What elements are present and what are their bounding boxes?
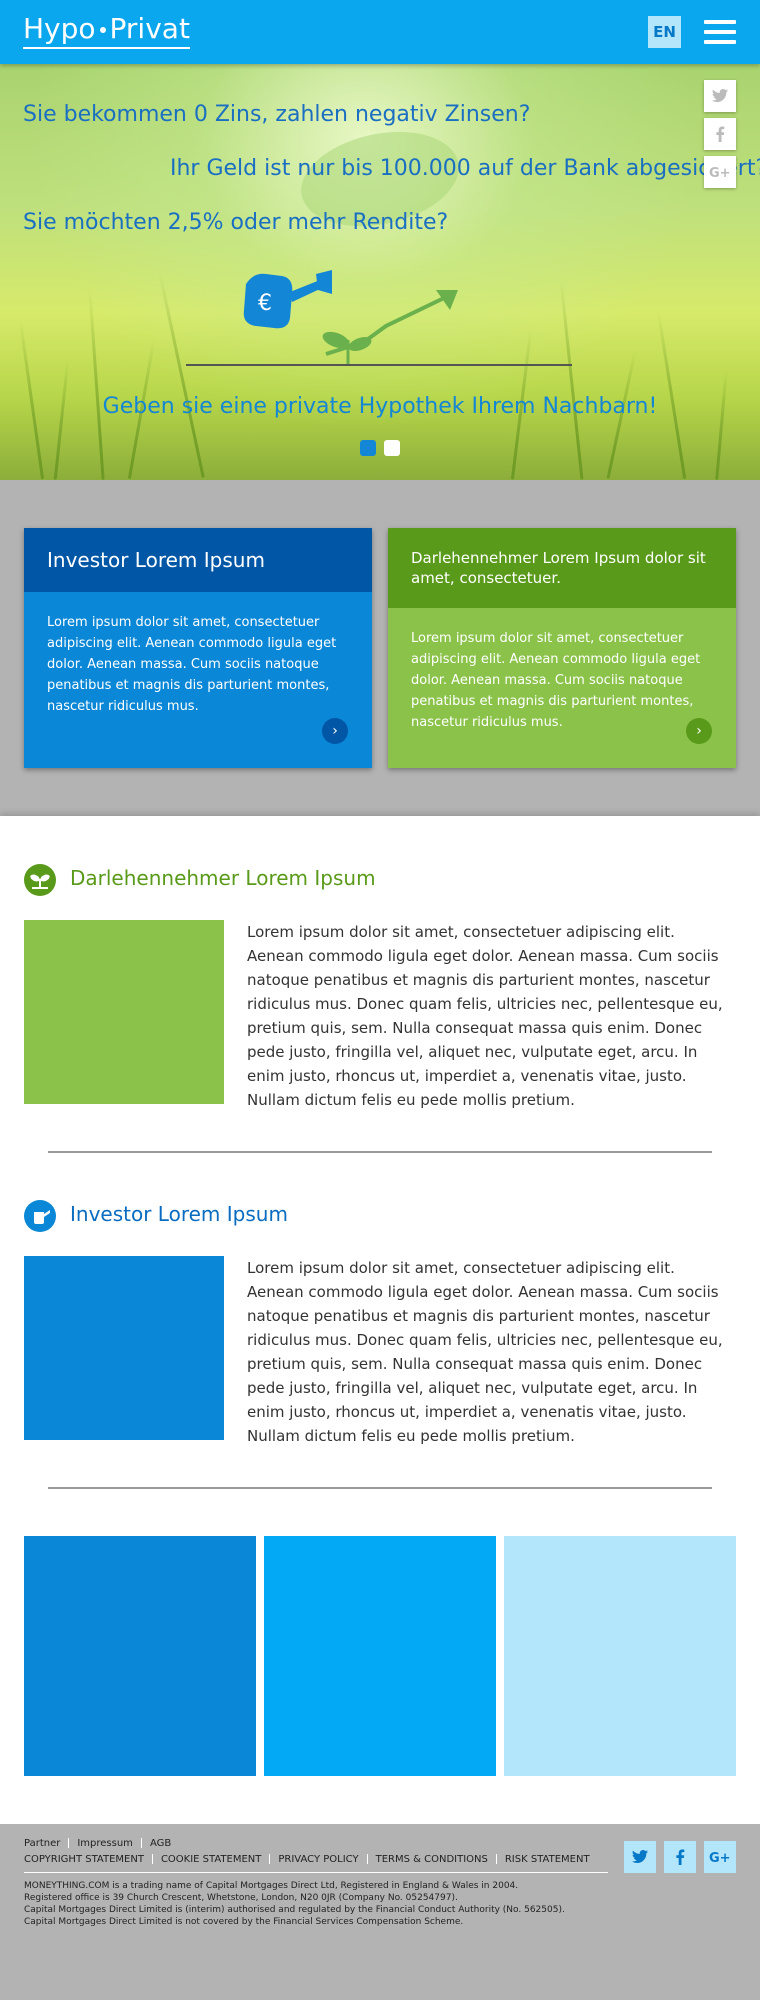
legal-line: Registered office is 39 Church Crescent,…: [24, 1893, 458, 1903]
hero-line-2: Ihr Geld ist nur bis 100.000 auf der Ban…: [170, 156, 760, 181]
borrower-image-placeholder: [24, 920, 224, 1104]
hamburger-menu-icon[interactable]: [704, 20, 736, 44]
footer-link-partner[interactable]: Partner: [24, 1838, 61, 1849]
grass-decoration: [559, 280, 584, 480]
plant-icon: [24, 864, 56, 896]
borrower-card-title: Darlehennehmer Lorem Ipsum dolor sit ame…: [388, 528, 736, 608]
watering-can-growth-illustration: €: [243, 270, 458, 364]
investor-section-text: Lorem ipsum dolor sit amet, consectetuer…: [247, 1259, 723, 1445]
svg-text:G+: G+: [709, 166, 731, 181]
chevron-right-icon[interactable]: ›: [322, 718, 348, 744]
hero-divider-line: [186, 364, 572, 366]
investor-card-text: Lorem ipsum dolor sit amet, consectetuer…: [47, 615, 337, 714]
chevron-right-icon[interactable]: ›: [686, 718, 712, 744]
footer-links-primary: Partner Impressum AGB: [24, 1838, 171, 1849]
hero-line-3: Sie möchten 2,5% oder mehr Rendite?: [23, 210, 449, 235]
section-divider: [48, 1151, 712, 1153]
section-divider: [48, 1487, 712, 1489]
legal-line: MONEYTHING.COM is a trading name of Capi…: [24, 1881, 519, 1891]
footer-links-legal: COPYRIGHT STATEMENT COOKIE STATEMENT PRIVA…: [24, 1854, 590, 1865]
legal-line: Capital Mortgages Direct Limited is (int…: [24, 1905, 565, 1915]
footer-link-copyright[interactable]: COPYRIGHT STATEMENT: [24, 1854, 144, 1865]
borrower-card[interactable]: Darlehennehmer Lorem Ipsum dolor sit ame…: [388, 528, 736, 768]
logo[interactable]: Hypo Privat: [23, 11, 190, 49]
feature-tile-2[interactable]: [264, 1536, 496, 1776]
google-plus-icon[interactable]: G+: [704, 1841, 736, 1873]
grass-decoration: [53, 360, 70, 480]
svg-text:€: €: [258, 291, 272, 316]
hero-line-1: Sie bekommen 0 Zins, zahlen negativ Zins…: [23, 102, 531, 127]
feature-tile-3[interactable]: [504, 1536, 736, 1776]
logo-dot: [99, 27, 106, 33]
footer-link-agb[interactable]: AGB: [149, 1838, 172, 1849]
language-button[interactable]: EN: [648, 16, 681, 48]
legal-line: Capital Mortgages Direct Limited is not …: [24, 1917, 464, 1927]
twitter-icon[interactable]: [624, 1841, 656, 1873]
twitter-icon[interactable]: [704, 80, 736, 112]
logo-text-right: Privat: [109, 12, 190, 45]
grass-decoration: [88, 290, 105, 480]
site-header: Hypo Privat EN: [0, 0, 760, 64]
footer-link-privacy[interactable]: PRIVACY POLICY: [278, 1854, 359, 1865]
borrower-card-text: Lorem ipsum dolor sit amet, consectetuer…: [411, 631, 701, 730]
grass-decoration: [158, 271, 205, 479]
footer-divider: [24, 1872, 608, 1873]
slider-dot-2[interactable]: [384, 440, 400, 456]
facebook-icon[interactable]: [664, 1841, 696, 1873]
slider-dot-1[interactable]: [360, 440, 376, 456]
footer-link-risk[interactable]: RISK STATEMENT: [504, 1854, 590, 1865]
footer-link-impressum[interactable]: Impressum: [77, 1838, 133, 1849]
svg-text:G+: G+: [709, 1851, 731, 1866]
watering-can-icon: [24, 1200, 56, 1232]
footer-link-terms[interactable]: TERMS & CONDITIONS: [375, 1854, 488, 1865]
footer-legal-text: MONEYTHING.COM is a trading name of Capi…: [24, 1880, 584, 1928]
footer-link-cookie[interactable]: COOKIE STATEMENT: [160, 1854, 262, 1865]
google-plus-icon[interactable]: G+: [704, 156, 736, 188]
grass-decoration: [715, 370, 728, 480]
investor-card-title: Investor Lorem Ipsum: [24, 528, 372, 592]
hero-slider: Sie bekommen 0 Zins, zahlen negativ Zins…: [0, 64, 760, 480]
feature-tile-1[interactable]: [24, 1536, 256, 1776]
investor-card[interactable]: Investor Lorem Ipsum Lorem ipsum dolor s…: [24, 528, 372, 768]
facebook-icon[interactable]: [704, 118, 736, 150]
logo-text-left: Hypo: [23, 12, 96, 45]
hero-tagline: Geben sie eine private Hypothek Ihrem Na…: [102, 394, 658, 419]
borrower-section-text: Lorem ipsum dolor sit amet, consectetuer…: [247, 923, 723, 1109]
investor-image-placeholder: [24, 1256, 224, 1440]
borrower-section-title: Darlehennehmer Lorem Ipsum: [70, 866, 376, 890]
investor-section-title: Investor Lorem Ipsum: [70, 1202, 288, 1226]
